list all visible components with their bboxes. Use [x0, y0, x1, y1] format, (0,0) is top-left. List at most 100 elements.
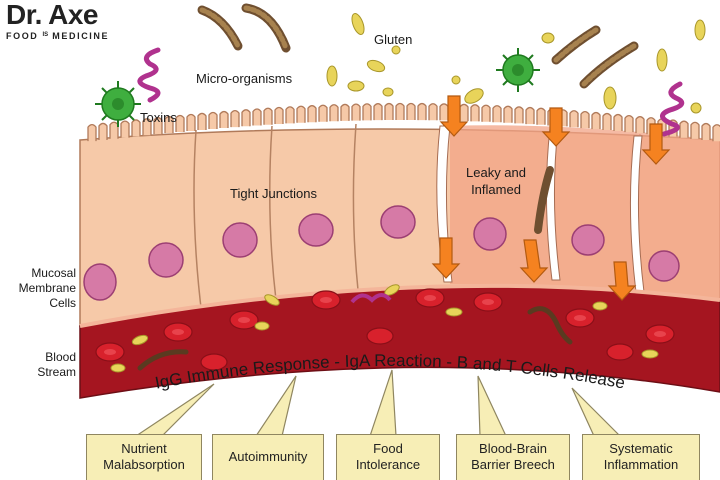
blood-line-1: Blood: [45, 350, 76, 364]
brand-logo: Dr. Axe FOOD IS MEDICINE: [6, 0, 109, 41]
microvillus: [459, 103, 469, 121]
vessel-wall: [79, 283, 720, 328]
microvillus: [164, 115, 174, 134]
microvillus: [591, 111, 601, 130]
leak-arrows: [431, 95, 671, 301]
arrow-icon: [641, 123, 671, 165]
micro-organisms-label: Micro-organisms: [196, 71, 293, 86]
microvillus: [525, 106, 535, 125]
outcome-line-1: Food: [373, 441, 403, 456]
micro-organism-in-blood: [137, 306, 573, 371]
microvillus: [142, 118, 152, 136]
microvillus: [712, 124, 720, 142]
microvillus: [624, 114, 634, 133]
microvillus: [373, 103, 383, 121]
microvillus: [679, 120, 689, 138]
leaky-line-2: Inflamed: [471, 182, 521, 197]
microvillus: [263, 107, 273, 125]
inflamed-cells: [450, 125, 720, 300]
microvillus: [252, 108, 262, 126]
microvillus: [153, 117, 163, 135]
microvillus: [197, 112, 207, 130]
microvillus: [417, 102, 427, 121]
microvillus: [230, 110, 240, 128]
arrow-icon: [431, 237, 461, 279]
microvillus: [470, 104, 480, 122]
rbc-highlights: [104, 295, 666, 355]
microvillus: [219, 110, 229, 129]
microvillus: [514, 106, 524, 124]
tagline-left: FOOD: [6, 31, 39, 41]
tight-junctions-label: Tight Junctions: [230, 186, 317, 201]
gluten-particles: [326, 13, 706, 114]
microvillus: [175, 114, 185, 133]
parasite-icon: [137, 47, 685, 137]
microvillus: [580, 110, 590, 129]
gluten-in-blood: [110, 284, 659, 373]
arrow-icon: [439, 95, 469, 137]
microvillus: [120, 120, 130, 138]
microvillus: [109, 121, 119, 139]
brand-tagline: FOOD IS MEDICINE: [6, 31, 109, 41]
microvillus: [241, 109, 251, 127]
leaky-gaps: [436, 125, 645, 293]
gluten-label: Gluten: [374, 32, 413, 47]
virus-icon: [95, 48, 540, 127]
micro-organisms-top: [197, 3, 639, 234]
leaky-inflamed-label: Leaky and Inflamed: [466, 164, 526, 198]
mucosal-line-2: Membrane: [18, 281, 76, 295]
mucosal-line-1: Mucosal: [31, 266, 76, 280]
microvillus: [602, 112, 612, 131]
outcome-box-autoimmunity: Autoimmunity: [212, 434, 324, 480]
microvillus: [569, 110, 579, 128]
toxins-label: Toxins: [140, 110, 177, 125]
outcome-line-2: Barrier Breech: [471, 457, 555, 472]
outcome-line-1: Nutrient: [121, 441, 167, 456]
blood-line-2: Stream: [37, 365, 76, 379]
microvillus: [131, 119, 141, 137]
callout-wedges: [134, 369, 622, 437]
microvillus: [690, 121, 700, 139]
microvillus: [395, 102, 405, 121]
parasite-in-blood: [350, 293, 392, 304]
outcome-line-2: Malabsorption: [103, 457, 185, 472]
microvillus: [329, 104, 339, 122]
mucosal-membrane-label: Mucosal Membrane Cells: [0, 266, 76, 311]
microvillus: [536, 107, 546, 125]
leaky-line-1: Leaky and: [466, 165, 526, 180]
outcome-line-1: Autoimmunity: [228, 449, 308, 464]
microvillus: [285, 106, 295, 124]
microvillus: [362, 103, 372, 121]
microvillus: [481, 104, 491, 122]
microvillus: [503, 105, 513, 123]
mucosal-line-3: Cells: [49, 296, 76, 310]
brand-name: Dr. Axe: [6, 0, 98, 30]
arrow-icon: [607, 261, 637, 301]
outcome-line-1: Systematic: [609, 441, 673, 456]
outcome-line-1: Blood-Brain: [479, 441, 547, 456]
microvillus: [307, 105, 317, 123]
blood-stream-label: Blood Stream: [0, 350, 76, 380]
microvillus: [98, 122, 108, 140]
microvillus: [439, 103, 449, 121]
microvillus: [351, 103, 361, 121]
microvillus: [701, 122, 711, 141]
microvillus: [384, 102, 394, 121]
microvillus: [318, 104, 328, 122]
microvillus: [208, 111, 218, 129]
microvillus: [340, 103, 350, 121]
microvillus: [296, 105, 306, 123]
microvillus: [492, 105, 502, 123]
cell-nuclei: [83, 205, 680, 301]
microvillus: [635, 116, 645, 134]
outcome-line-2: Intolerance: [355, 457, 421, 472]
microvillus: [613, 113, 623, 132]
tagline-is: IS: [42, 32, 49, 38]
tagline-right: MEDICINE: [52, 31, 110, 41]
microvillus: [274, 106, 284, 125]
